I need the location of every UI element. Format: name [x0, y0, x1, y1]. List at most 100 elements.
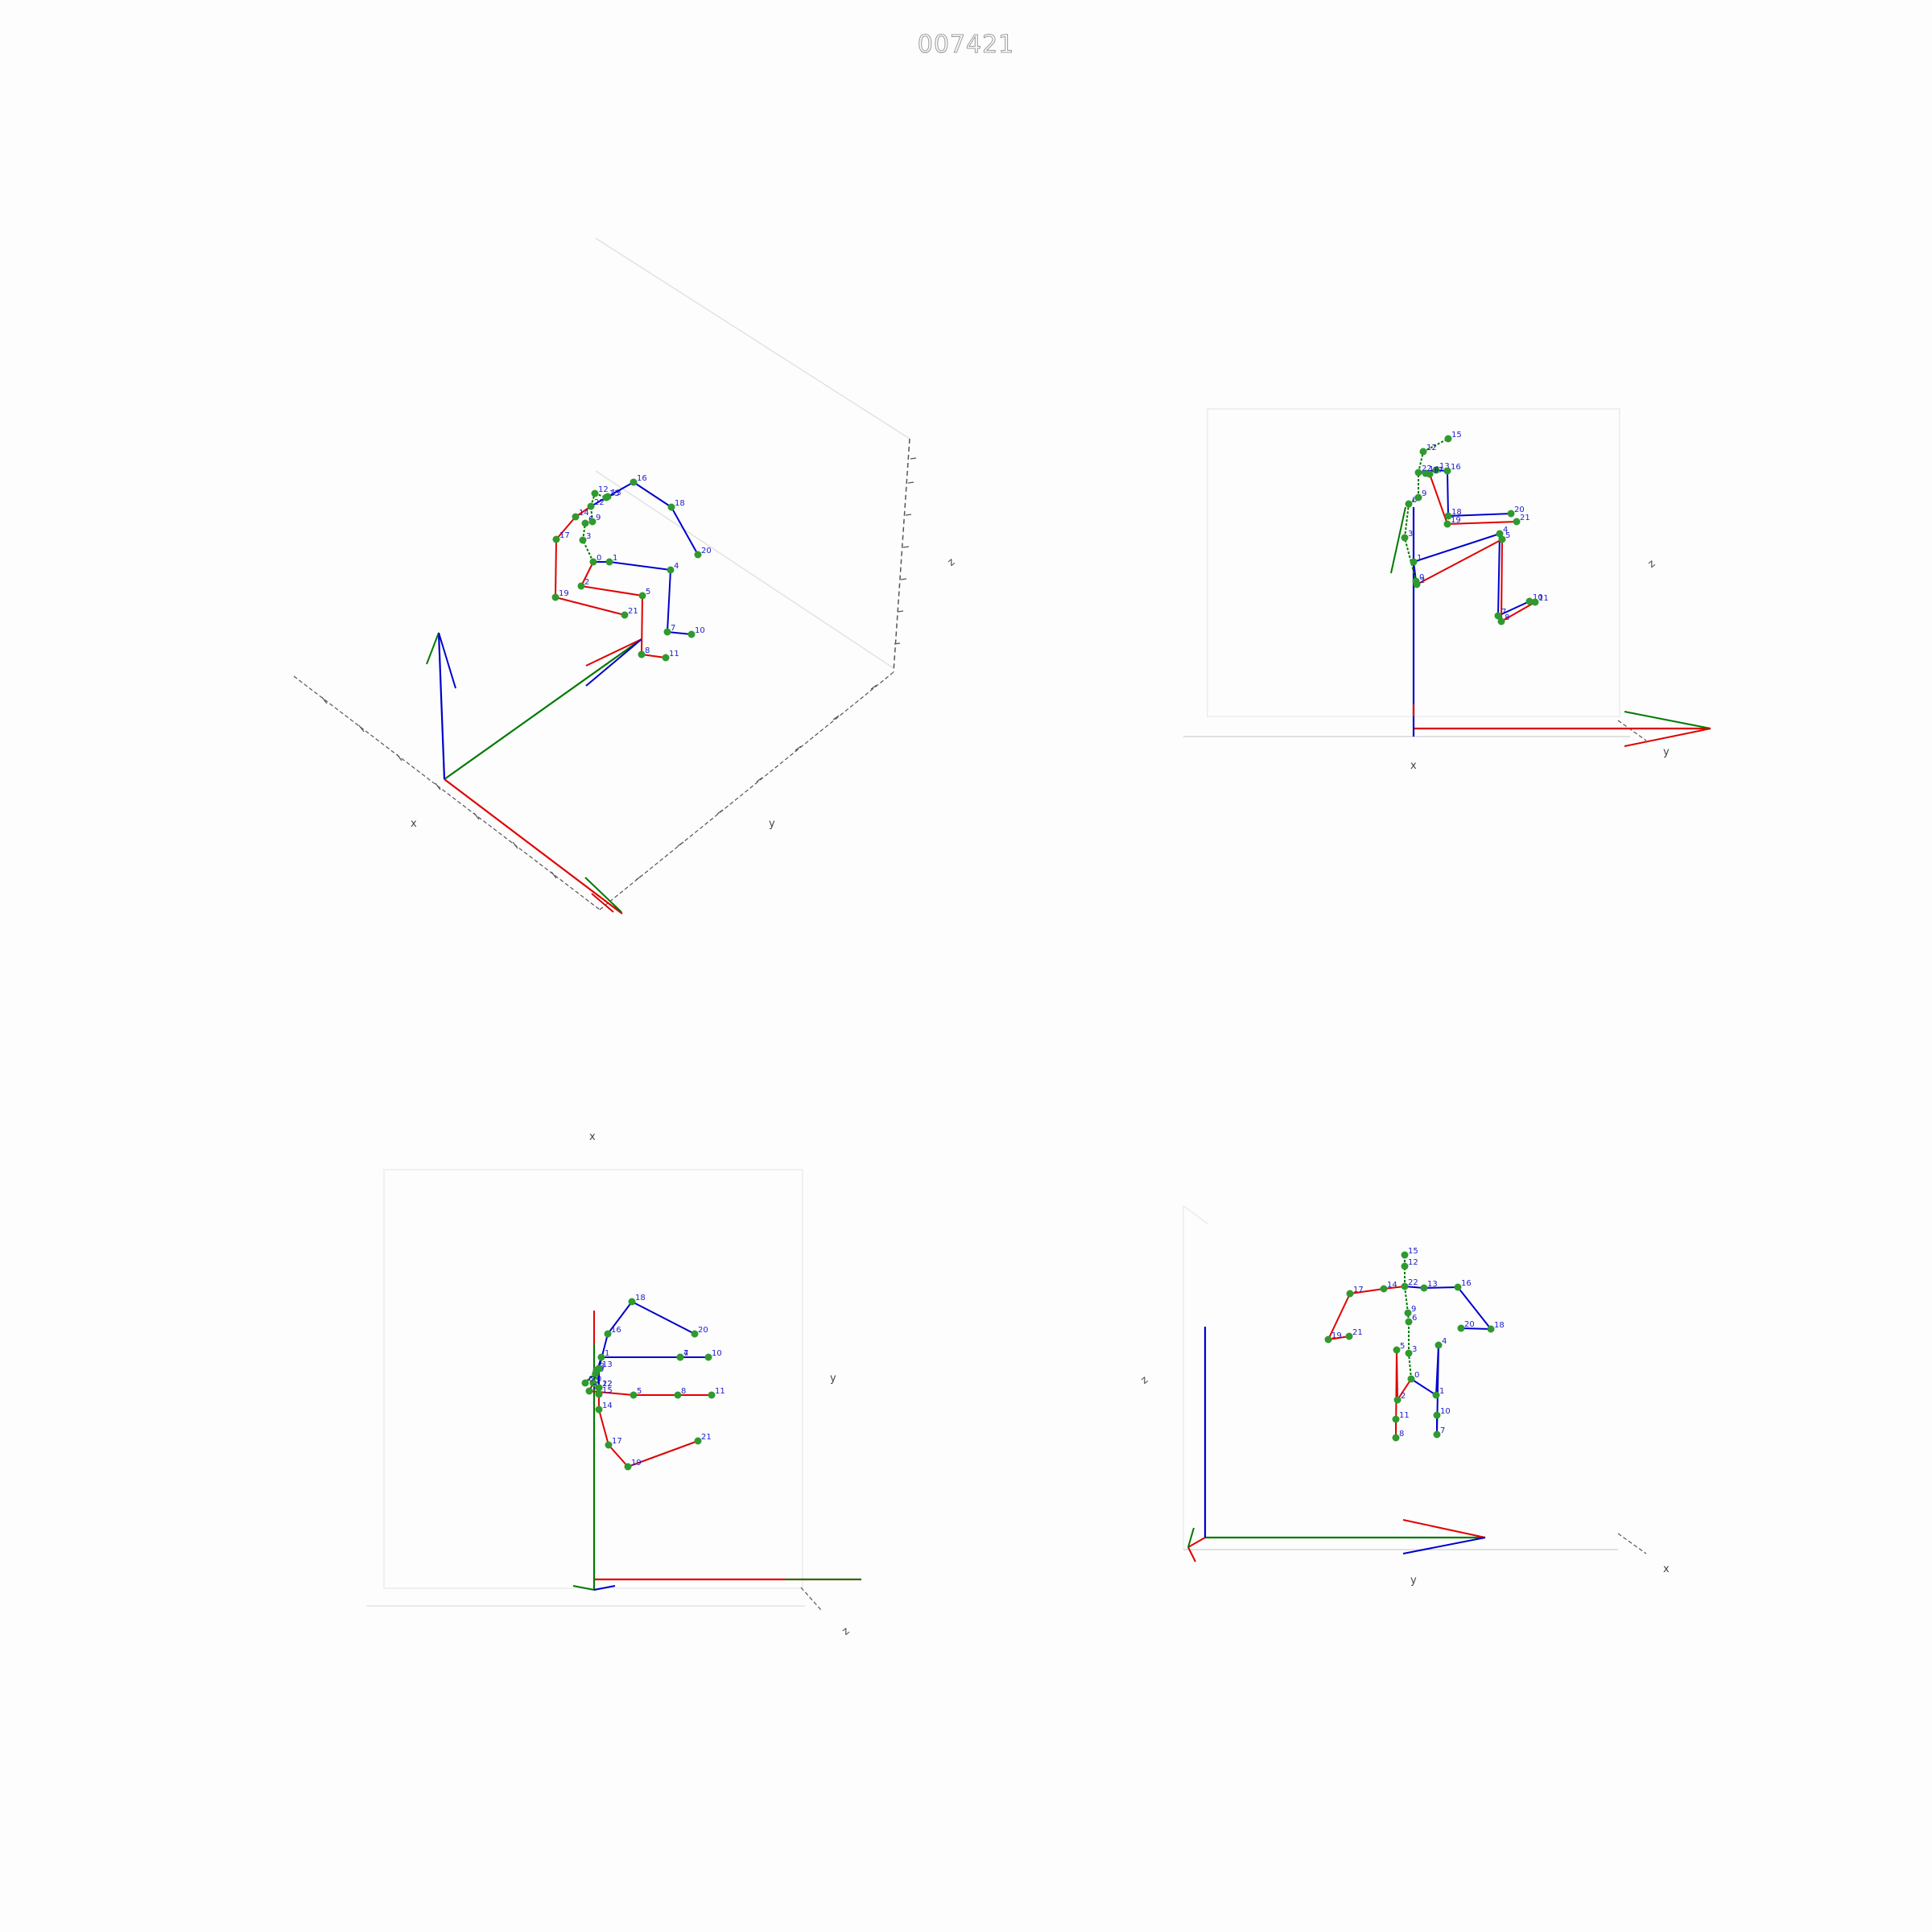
joint-label-11: 11 — [1399, 1411, 1410, 1420]
joint-label-5: 5 — [646, 588, 650, 597]
joint-label-18: 18 — [1451, 508, 1462, 517]
bone-0-2 — [580, 561, 594, 587]
joint-label-22: 22 — [594, 498, 605, 507]
joint-label-17: 17 — [1353, 1286, 1364, 1294]
joint-label-7: 7 — [1501, 608, 1506, 617]
joint-label-16: 16 — [637, 474, 647, 483]
axis-label-y: y — [1663, 746, 1670, 758]
joint-label-13: 13 — [611, 489, 621, 497]
joint-label-3: 3 — [600, 1362, 605, 1371]
joint-16 — [1454, 1283, 1462, 1291]
joint-20 — [694, 551, 702, 559]
joint-7 — [1494, 612, 1502, 620]
view-perspective: x y z 0123456789101112131415161718192021… — [293, 237, 957, 914]
joint-10 — [1525, 597, 1534, 605]
axis-label-z: z — [945, 556, 957, 569]
joint-label-11: 11 — [1538, 594, 1549, 603]
joint-label-10: 10 — [1440, 1407, 1451, 1416]
joint-label-9: 9 — [1411, 1305, 1416, 1314]
joint-label-19: 19 — [1331, 1331, 1342, 1340]
joint-label-8: 8 — [1399, 1430, 1404, 1439]
joint-16 — [1443, 467, 1451, 475]
joint-label-4: 4 — [1503, 526, 1508, 535]
joint-label-19: 19 — [1451, 516, 1461, 525]
joint-8 — [1392, 1434, 1400, 1442]
joint-22 — [1401, 1282, 1409, 1290]
joint-label-6: 6 — [1412, 496, 1417, 505]
bone-0-1 — [1410, 1378, 1437, 1396]
joint-14 — [572, 513, 580, 521]
joint-6 — [1405, 500, 1413, 508]
axis-label-y: y — [1410, 1575, 1417, 1587]
joint-label-10: 10 — [1533, 593, 1543, 602]
joint-10 — [704, 1353, 712, 1361]
joint-22 — [587, 502, 595, 510]
joint-18 — [628, 1298, 636, 1306]
bone-18-20 — [1447, 513, 1512, 517]
bone-1-4 — [609, 561, 671, 571]
bone-8-11 — [641, 654, 667, 658]
joint-2 — [1413, 580, 1421, 588]
joint-16 — [604, 1330, 612, 1338]
joint-label-18: 18 — [675, 499, 685, 508]
joint-label-21: 21 — [701, 1433, 712, 1442]
joint-label-9: 9 — [596, 514, 601, 522]
joint-9 — [1404, 1309, 1412, 1317]
bone-19-21 — [1447, 521, 1517, 525]
joint-label-2: 2 — [1420, 576, 1425, 585]
joint-label-18: 18 — [1494, 1321, 1505, 1330]
view-top: x y z 0123456789101112131415161718192021… — [366, 1131, 861, 1638]
joint-13 — [1432, 466, 1440, 474]
axis-label-y: y — [830, 1373, 836, 1385]
bone-4-7 — [667, 569, 671, 633]
joint-13 — [595, 1364, 603, 1373]
joint-label-2: 2 — [584, 578, 589, 587]
joint-12 — [1401, 1262, 1409, 1270]
joint-label-8: 8 — [681, 1387, 686, 1396]
joint-11 — [1392, 1415, 1400, 1423]
joint-label-11: 11 — [715, 1387, 725, 1396]
joint-10 — [1433, 1411, 1441, 1419]
bone-17-19 — [1429, 473, 1448, 525]
bone-0-3 — [1408, 1352, 1412, 1380]
joint-label-3: 3 — [1408, 530, 1413, 539]
joint-0 — [589, 1379, 597, 1387]
joint-5 — [1498, 535, 1506, 543]
joint-label-0: 0 — [597, 1375, 601, 1384]
joint-16 — [630, 478, 638, 486]
bone-16-18 — [1457, 1286, 1492, 1330]
joint-21 — [1513, 518, 1521, 526]
bone-16-18 — [1447, 470, 1449, 517]
joint-label-19: 19 — [559, 589, 569, 598]
joint-label-19: 19 — [631, 1459, 642, 1468]
axis-label-x: x — [411, 818, 417, 830]
joint-label-13: 13 — [1439, 462, 1450, 471]
joint-label-8: 8 — [645, 646, 650, 655]
joint-label-0: 0 — [1414, 1371, 1419, 1380]
joint-18 — [667, 503, 675, 511]
bone-9-22 — [1404, 1286, 1409, 1314]
joint-17 — [1426, 470, 1434, 478]
joint-5 — [630, 1391, 638, 1399]
joint-label-7: 7 — [1440, 1426, 1445, 1435]
joint-4 — [1435, 1341, 1443, 1349]
joint-label-12: 12 — [1408, 1258, 1418, 1267]
joint-label-12: 12 — [602, 1380, 613, 1389]
joint-5 — [638, 592, 646, 600]
joint-15 — [595, 1390, 603, 1398]
joint-label-0: 0 — [1419, 573, 1424, 582]
joint-label-5: 5 — [637, 1387, 642, 1396]
joint-label-0: 0 — [597, 554, 601, 563]
joint-label-1: 1 — [1439, 1387, 1444, 1396]
joint-15 — [1444, 435, 1452, 443]
joint-label-14: 14 — [579, 509, 589, 518]
joint-label-7: 7 — [683, 1349, 688, 1358]
joint-11 — [708, 1391, 716, 1399]
joint-label-15: 15 — [1451, 431, 1462, 440]
joint-21 — [1345, 1332, 1353, 1340]
joint-4 — [1496, 530, 1504, 538]
joint-label-1: 1 — [605, 1349, 609, 1358]
bone-2-5 — [1416, 539, 1503, 585]
joint-6 — [581, 519, 589, 527]
joint-17 — [1346, 1290, 1354, 1298]
